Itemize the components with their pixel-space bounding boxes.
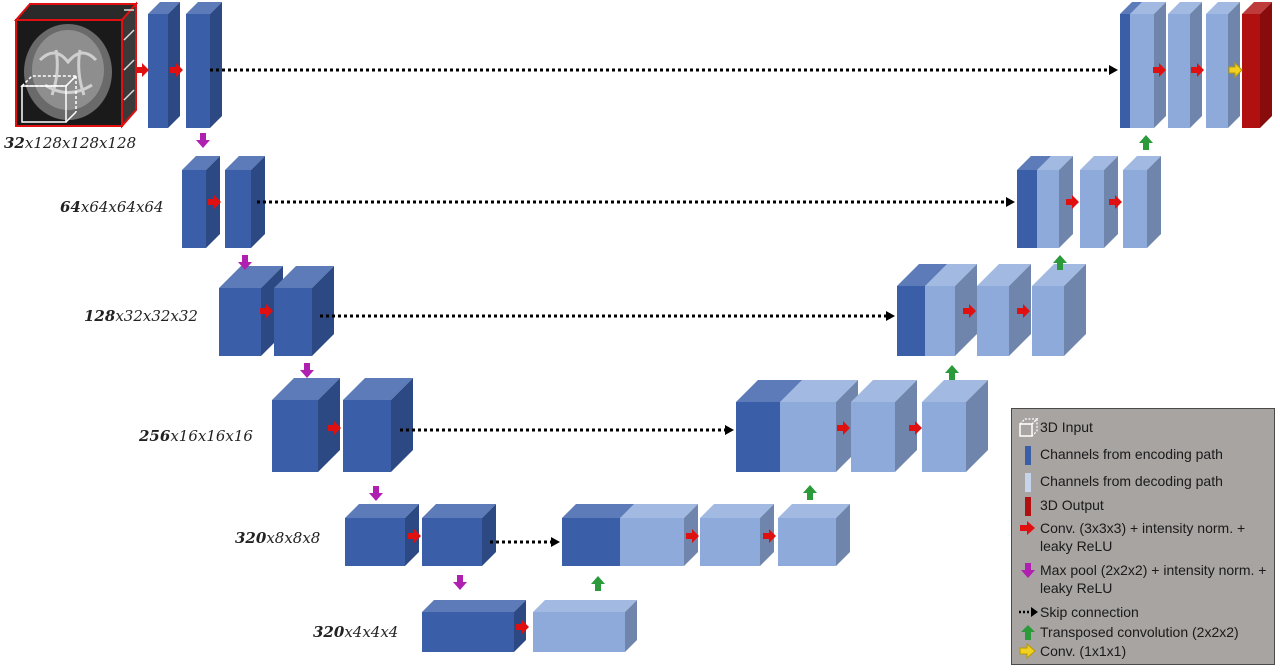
- encoder-l4-block-a: [272, 378, 340, 472]
- encoder-l3-block-a: [219, 266, 283, 356]
- legend-item-conv: Conv. (3x3x3) + intensity norm. + leaky …: [1018, 519, 1270, 555]
- operation-arrows: [136, 61, 1243, 634]
- conv-arrow-d5a: [686, 529, 699, 543]
- decoding-bar-icon: [1018, 472, 1040, 492]
- encoding-bar-icon: [1018, 445, 1040, 465]
- bottleneck-block: [422, 600, 526, 652]
- skip-connection-l5: [490, 537, 560, 547]
- feature-blocks: [148, 2, 1272, 652]
- level-3-label: 128x32x32x32: [84, 307, 198, 325]
- conv-arrow-bottleneck: [516, 620, 529, 634]
- dotted-arrow-icon: [1018, 603, 1040, 623]
- encoder-l1-block-a: [148, 2, 180, 128]
- maxpool-arrow-4: [369, 486, 383, 501]
- decoder-l5-block-c: [778, 504, 850, 566]
- input-mri-volume: [13, 1, 139, 129]
- upconv-arrow-2: [1053, 255, 1067, 270]
- level-1-label: 32x128x128x128: [4, 134, 137, 152]
- red-arrow-icon: [1018, 519, 1040, 539]
- conv-arrow-e1: [170, 63, 183, 77]
- decoder-l6-block: [533, 600, 637, 652]
- conv-arrow-e5: [408, 529, 421, 543]
- decoder-l5-block-concat-dec: [620, 504, 698, 566]
- upconv-arrow-4: [803, 485, 817, 500]
- conv-arrow-d1a: [1153, 63, 1166, 77]
- output-block: [1242, 2, 1272, 128]
- encoder-l1-block-b: [186, 2, 222, 128]
- output-bar-icon: [1018, 496, 1040, 516]
- legend-box: 3D Input Channels from encoding path Cha…: [1011, 408, 1275, 665]
- maxpool-arrow-3: [300, 363, 314, 378]
- decoder-l3-block-concat-dec: [925, 264, 977, 356]
- conv-arrow-d4a: [837, 421, 850, 435]
- maxpool-arrow-1: [196, 133, 210, 148]
- decoder-l4-block-b: [851, 380, 917, 472]
- upconv-arrow-3: [945, 365, 959, 380]
- conv-arrow-e3: [260, 304, 273, 318]
- conv-arrow-d3b: [1017, 304, 1030, 318]
- level-5-label: 320x8x8x8: [235, 529, 321, 547]
- conv1x1-arrow-output: [1228, 61, 1243, 79]
- conv-arrow-input: [136, 63, 149, 77]
- cube-outline-icon: [1018, 417, 1040, 438]
- legend-item-decoding: Channels from decoding path: [1018, 472, 1270, 492]
- conv-arrow-d3a: [963, 304, 976, 318]
- upconv-arrow-1: [1139, 135, 1153, 150]
- level-4-label: 256x16x16x16: [139, 427, 253, 445]
- level-2-label: 64x64x64x64: [60, 198, 164, 216]
- legend-item-encoding: Channels from encoding path: [1018, 445, 1270, 465]
- decoder-l1-block-c: [1206, 2, 1240, 128]
- conv-arrow-d2a: [1066, 195, 1079, 209]
- conv-arrow-d4b: [909, 421, 922, 435]
- conv-arrow-e4: [328, 421, 341, 435]
- conv-arrow-e2: [208, 195, 221, 209]
- maxpool-arrow-2: [238, 255, 252, 270]
- legend-item-input: 3D Input: [1018, 417, 1270, 438]
- decoder-l2-block-c: [1123, 156, 1161, 248]
- legend-item-conv1x1: Conv. (1x1x1): [1018, 642, 1270, 662]
- decoder-l1-block-b: [1168, 2, 1202, 128]
- conv-arrow-d2b: [1109, 195, 1122, 209]
- encoder-l3-block-b: [274, 266, 334, 356]
- decoder-l3-block-c: [1032, 264, 1086, 356]
- encoder-l5-block-b: [422, 504, 496, 566]
- skip-connection-l1: [210, 65, 1118, 75]
- legend-item-transposed: Transposed convolution (2x2x2): [1018, 623, 1270, 643]
- skip-connection-l4: [400, 425, 734, 435]
- green-up-arrow-icon: [1018, 623, 1040, 643]
- encoder-l5-block-a: [345, 504, 419, 566]
- legend-item-output: 3D Output: [1018, 496, 1270, 516]
- upconv-arrow-5: [591, 576, 605, 591]
- decoder-l2-block-concat-dec: [1037, 156, 1073, 248]
- decoder-l4-block-c: [922, 380, 988, 472]
- skip-connection-l2: [257, 197, 1015, 207]
- yellow-arrow-icon: [1018, 642, 1040, 662]
- legend-item-maxpool: Max pool (2x2x2) + intensity norm. + lea…: [1018, 561, 1270, 597]
- conv-arrow-d1b: [1191, 63, 1204, 77]
- level-6-label: 320x4x4x4: [313, 623, 399, 641]
- maxpool-arrow-5: [453, 575, 467, 590]
- skip-connections: [210, 65, 1118, 547]
- skip-connection-l3: [320, 311, 895, 321]
- encoder-l4-block-b: [343, 378, 413, 472]
- conv-arrow-d5b: [763, 529, 776, 543]
- legend-item-skip: Skip connection: [1018, 603, 1270, 623]
- decoder-l5-block-b: [700, 504, 774, 566]
- magenta-down-arrow-icon: [1018, 561, 1040, 581]
